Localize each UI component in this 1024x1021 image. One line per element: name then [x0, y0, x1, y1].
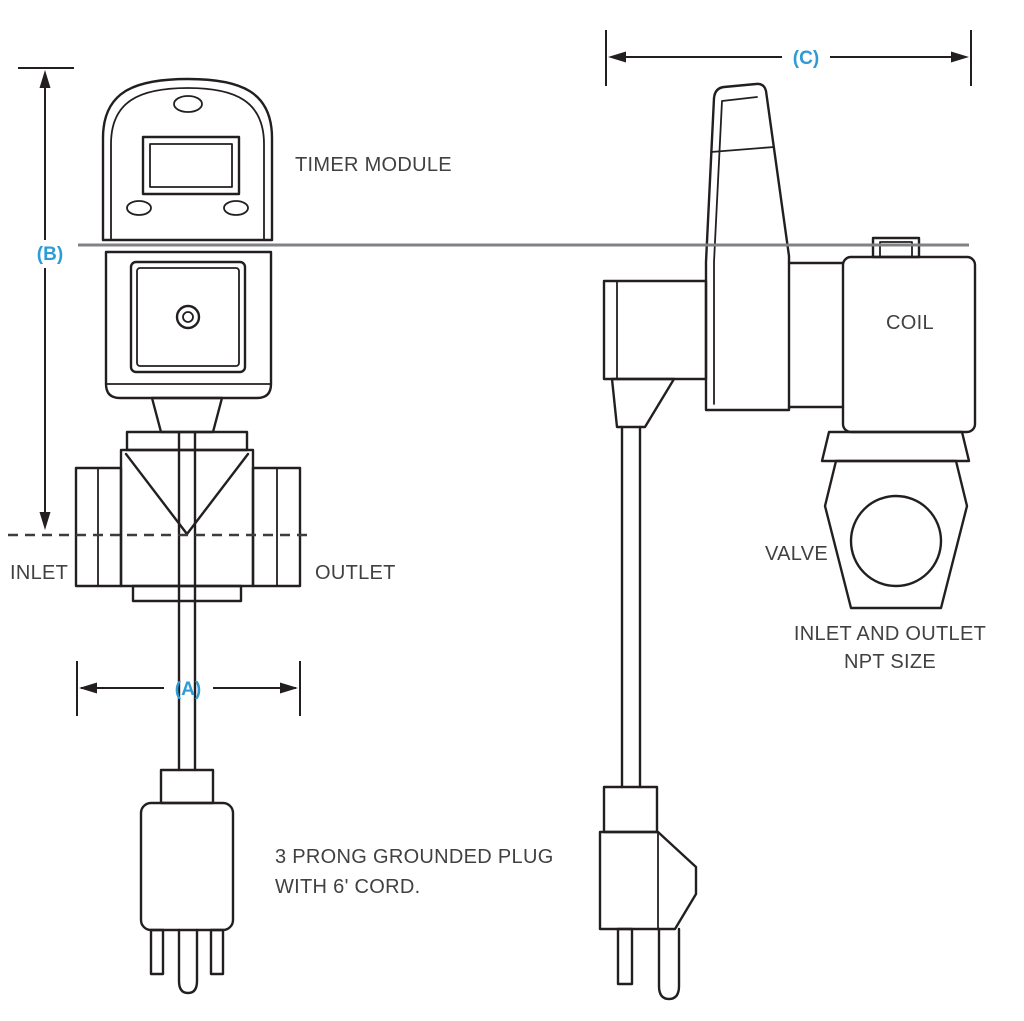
label-plug-note-line1: 3 PRONG GROUNDED PLUG	[275, 846, 554, 868]
dimension-b-label: (B)	[37, 244, 63, 265]
timer-module-front	[101, 77, 274, 400]
dimension-c-arrow-right-icon	[951, 51, 969, 63]
coil-terminal-inner	[879, 241, 913, 258]
timer-module-right-oval	[223, 200, 249, 216]
valve-port-bore	[849, 494, 943, 588]
plug-front	[139, 768, 235, 995]
timer-module-lower-body	[104, 250, 273, 400]
label-plug-note-line2: WITH 6' CORD.	[275, 876, 421, 898]
timer-display-inner	[149, 143, 233, 188]
valve-flange-front	[125, 430, 249, 452]
front-view: (B)	[8, 67, 554, 995]
dimension-c-arrow-left-icon	[608, 51, 626, 63]
plug-side-ground-pin	[657, 927, 681, 1001]
conduit-elbow-box	[602, 279, 708, 381]
conduit-taper	[610, 377, 676, 429]
coil-side	[787, 236, 977, 434]
plug-body-side	[598, 830, 698, 931]
timer-module-dome-outline	[101, 77, 274, 242]
plug-body-front	[139, 801, 235, 932]
dimension-a-arrow-right-icon	[280, 682, 298, 694]
side-view: (C)	[598, 30, 986, 1001]
dimension-c-label: (C)	[793, 48, 819, 69]
plug-ground-pin-front	[177, 928, 199, 995]
plug-side	[598, 785, 698, 1001]
dimension-b: (B)	[18, 67, 74, 530]
timer-display-outer	[141, 135, 241, 196]
label-timer-module: TIMER MODULE	[295, 154, 452, 176]
cover-screw-slot-icon	[182, 311, 194, 323]
timer-module-side-inner-line	[713, 96, 758, 405]
plug-prong-left	[149, 928, 165, 976]
label-npt-line2: NPT SIZE	[844, 651, 936, 673]
dimension-b-arrow-up-icon	[39, 70, 51, 88]
label-inlet: INLET	[10, 562, 68, 584]
timer-module-side-seam	[710, 146, 775, 153]
label-npt-line1: INLET AND OUTLET	[794, 623, 986, 645]
valve-front	[8, 396, 312, 603]
valve-body-right-diagonal	[185, 452, 250, 536]
cord-side	[620, 425, 642, 789]
label-coil: COIL	[886, 312, 934, 334]
cover-screw-icon	[175, 304, 201, 330]
conduit-elbow-side	[602, 279, 708, 429]
valve-side	[820, 430, 971, 610]
label-valve: VALVE	[765, 543, 828, 565]
label-outlet: OUTLET	[315, 562, 396, 584]
timer-module-top-oval	[173, 95, 203, 113]
plug-strain-relief-front	[159, 768, 215, 805]
plug-side-flat-prong	[616, 927, 634, 986]
dimension-c: (C)	[605, 30, 972, 86]
timer-module-side	[704, 82, 791, 412]
valve-flange-side	[820, 430, 971, 463]
timer-module-dome-inner-line	[110, 87, 265, 241]
dimension-a-label: (A)	[175, 679, 201, 700]
junction-box-cover-inner	[136, 267, 240, 367]
coil-body	[841, 255, 977, 434]
dimension-b-arrow-down-icon	[39, 512, 51, 530]
valve-body-side	[823, 459, 969, 610]
timer-module-side-outline	[704, 82, 791, 412]
valve-body-front	[119, 448, 255, 588]
plug-prong-right	[209, 928, 225, 976]
valve-body-left-diagonal	[124, 452, 189, 536]
plug-strain-relief-side	[602, 785, 659, 834]
timer-module-left-oval	[126, 200, 152, 216]
dimension-a: (A)	[76, 661, 301, 716]
valve-base-front	[131, 584, 243, 603]
junction-box-cover-outer	[129, 260, 247, 374]
valve-bonnet-front	[150, 396, 224, 434]
dimension-a-arrow-left-icon	[79, 682, 97, 694]
